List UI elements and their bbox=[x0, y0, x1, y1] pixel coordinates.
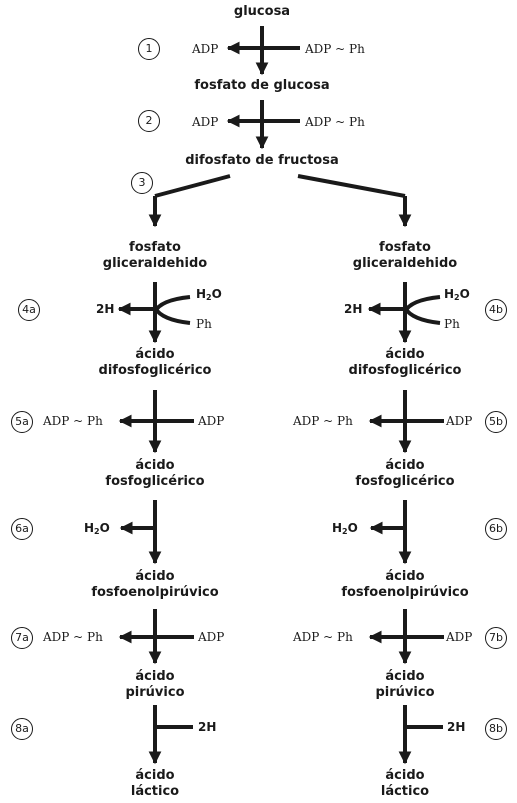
label-step1-adp-ph: ADP ~ Ph bbox=[305, 42, 365, 56]
compound-line1: ácido bbox=[385, 347, 425, 362]
compound-line2: fosfoenolpirúvico bbox=[341, 585, 469, 600]
arrow-step-4b-h2o bbox=[403, 295, 441, 313]
step-badge-6b: 6b bbox=[485, 518, 507, 540]
compound-fosfato-gliceraldehido-left: fosfato gliceraldehido bbox=[103, 240, 207, 272]
compound-fosfato-de-glucosa: fosfato de glucosa bbox=[194, 78, 330, 93]
label-5a-adp: ADP bbox=[198, 414, 225, 428]
label-7a-adp-ph: ADP ~ Ph bbox=[43, 630, 103, 644]
label-5b-adp-ph: ADP ~ Ph bbox=[293, 414, 353, 428]
step-badge-3: 3 bbox=[131, 172, 153, 194]
compound-acido-piruvico-left: ácido pirúvico bbox=[126, 669, 185, 701]
label-5b-adp: ADP bbox=[446, 414, 473, 428]
compound-line1: fosfato bbox=[129, 240, 181, 255]
label-7b-adp: ADP bbox=[446, 630, 473, 644]
step-badge-5a: 5a bbox=[11, 411, 33, 433]
label-step2-adp: ADP bbox=[192, 115, 219, 129]
compound-line2: fosfoglicérico bbox=[105, 474, 205, 489]
compound-line1: ácido bbox=[135, 458, 175, 473]
step-badge-7a: 7a bbox=[11, 627, 33, 649]
step-badge-6a: 6a bbox=[11, 518, 33, 540]
label-8b-2h: 2H bbox=[447, 720, 466, 734]
compound-acido-fosfoenolpiruvico-left: ácido fosfoenolpirúvico bbox=[91, 569, 218, 601]
compound-line2: láctico bbox=[130, 784, 180, 799]
compound-acido-difosfoglicerico-left: ácido difosfoglicérico bbox=[99, 347, 212, 379]
compound-line1: fosfato bbox=[379, 240, 431, 255]
step-badge-2: 2 bbox=[138, 110, 160, 132]
compound-line2: gliceraldehido bbox=[352, 256, 458, 271]
step-badge-4a: 4a bbox=[18, 299, 40, 321]
compound-line1: ácido bbox=[135, 569, 175, 584]
label-4a-ph: Ph bbox=[196, 317, 212, 331]
compound-acido-lactico-left: ácido láctico bbox=[131, 768, 179, 800]
compound-acido-fosfoglicerico-right: ácido fosfoglicérico bbox=[355, 458, 454, 490]
label-7b-adp-ph: ADP ~ Ph bbox=[293, 630, 353, 644]
label-step1-adp: ADP bbox=[192, 42, 219, 56]
compound-difosfato-de-fructosa: difosfato de fructosa bbox=[185, 153, 339, 168]
compound-line1: ácido bbox=[135, 768, 175, 783]
label-6b-h2o: H2O bbox=[332, 521, 358, 536]
label-4b-2h: 2H bbox=[344, 302, 363, 316]
compound-acido-piruvico-right: ácido pirúvico bbox=[376, 669, 435, 701]
step-badge-5b: 5b bbox=[485, 411, 507, 433]
compound-line1: ácido bbox=[135, 669, 175, 684]
compound-acido-fosfoglicerico-left: ácido fosfoglicérico bbox=[105, 458, 204, 490]
step-badge-4b: 4b bbox=[485, 299, 507, 321]
label-4b-h2o: H2O bbox=[444, 287, 470, 302]
label-5a-adp-ph: ADP ~ Ph bbox=[43, 414, 103, 428]
compound-line1: ácido bbox=[385, 569, 425, 584]
label-4a-2h: 2H bbox=[96, 302, 115, 316]
label-6a-h2o: H2O bbox=[84, 521, 110, 536]
compound-fosfato-gliceraldehido-right: fosfato gliceraldehido bbox=[353, 240, 457, 272]
compound-line2: fosfoenolpirúvico bbox=[91, 585, 219, 600]
step-badge-1: 1 bbox=[138, 38, 160, 60]
compound-acido-fosfoenolpiruvico-right: ácido fosfoenolpirúvico bbox=[341, 569, 468, 601]
compound-line2: gliceraldehido bbox=[102, 256, 208, 271]
arrow-step-4b-ph bbox=[403, 306, 441, 325]
compound-line2: difosfoglicérico bbox=[348, 363, 462, 378]
compound-line2: difosfoglicérico bbox=[98, 363, 212, 378]
label-step2-adp-ph: ADP ~ Ph bbox=[305, 115, 365, 129]
step-badge-7b: 7b bbox=[485, 627, 507, 649]
compound-acido-lactico-right: ácido láctico bbox=[381, 768, 429, 800]
arrow-step-4a-h2o bbox=[153, 295, 191, 313]
arrow-step-4a-ph bbox=[153, 306, 191, 325]
compound-line2: láctico bbox=[380, 784, 430, 799]
step-badge-8a: 8a bbox=[11, 718, 33, 740]
label-4a-h2o: H2O bbox=[196, 287, 222, 302]
split-left-branch bbox=[154, 174, 231, 198]
compound-line1: ácido bbox=[385, 768, 425, 783]
step-badge-8b: 8b bbox=[485, 718, 507, 740]
split-right-branch bbox=[297, 174, 406, 198]
compound-line1: ácido bbox=[135, 347, 175, 362]
compound-line2: fosfoglicérico bbox=[355, 474, 455, 489]
compound-line1: ácido bbox=[385, 669, 425, 684]
compound-line2: pirúvico bbox=[125, 685, 185, 700]
label-7a-adp: ADP bbox=[198, 630, 225, 644]
compound-glucosa: glucosa bbox=[233, 4, 291, 19]
compound-line1: ácido bbox=[385, 458, 425, 473]
compound-line2: pirúvico bbox=[375, 685, 435, 700]
compound-acido-difosfoglicerico-right: ácido difosfoglicérico bbox=[349, 347, 462, 379]
label-4b-ph: Ph bbox=[444, 317, 460, 331]
label-8a-2h: 2H bbox=[198, 720, 217, 734]
